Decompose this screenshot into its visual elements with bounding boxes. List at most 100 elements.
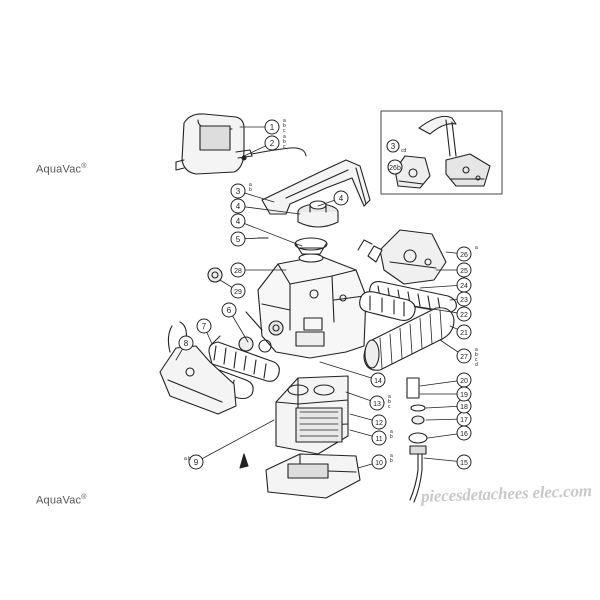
callout-4: 4 <box>317 190 349 207</box>
callout-number: 19 <box>460 392 468 399</box>
misc-small-parts <box>207 237 272 353</box>
callout-number: 3 <box>236 187 241 196</box>
callout-number: 29 <box>234 289 242 296</box>
callout-variant-letter: c <box>283 144 286 150</box>
callout-variant-letter: a <box>475 347 478 353</box>
callout-number: 24 <box>460 283 468 290</box>
callout-number: 2 <box>270 139 275 148</box>
callout-circle <box>264 135 280 151</box>
callout-28: 28 <box>230 262 287 278</box>
callout-variant-letter: b <box>388 399 391 405</box>
inset-view <box>380 110 503 195</box>
callout-variant-letter: b <box>283 123 286 129</box>
main-body-part <box>257 253 367 359</box>
callout-variant-letter: b <box>390 458 393 464</box>
small-parts-column <box>406 377 428 503</box>
callout-number: 1 <box>270 123 275 132</box>
callout-25: 25 <box>435 262 472 278</box>
callout-15: 15 <box>423 454 472 470</box>
callout-number: 25 <box>460 268 468 275</box>
callout-circle <box>370 372 386 388</box>
callout-circle <box>456 348 472 364</box>
callout-number: 4 <box>339 194 344 203</box>
callout-number: 17 <box>460 417 468 424</box>
callout-leader-line <box>237 220 303 247</box>
callout-variant-letter: a <box>283 118 286 124</box>
callout-number: 20 <box>460 378 468 385</box>
right-tracks-part <box>359 281 457 321</box>
callout-variant-letter: a <box>475 245 478 251</box>
callout-number: 22 <box>460 312 468 319</box>
inset-labels: 3 cd 26b <box>386 139 407 175</box>
callout-variant-letter: a <box>249 182 252 188</box>
callout-number: 12 <box>375 420 383 427</box>
callout-26: 26a <box>445 245 478 262</box>
brand-label-top: AquaVac® <box>36 163 87 176</box>
callout-11: 11 ab <box>349 429 393 446</box>
callout-circle <box>230 198 246 214</box>
callout-number: 9 <box>194 458 199 467</box>
callout-variant-letter: a <box>388 394 391 400</box>
callout-24: 24 <box>419 277 472 293</box>
callout-number: 16 <box>460 431 468 438</box>
callout-circle <box>371 414 387 430</box>
callout-leader-line <box>195 419 275 463</box>
callout-14: 14 <box>319 361 386 388</box>
callout-19: 19 <box>419 386 472 402</box>
callout-circle <box>456 454 472 470</box>
inset-label-3: 3 <box>391 142 396 151</box>
callout-leader-line <box>413 305 465 315</box>
callout-7: 7 <box>196 318 213 345</box>
callout-leader-line <box>237 205 301 215</box>
inset-letters-3: cd <box>401 148 407 154</box>
callout-circle <box>230 213 246 229</box>
callout-number: 23 <box>460 297 468 304</box>
callout-variant-letter: b <box>390 434 393 440</box>
callout-29: 29 <box>219 279 246 299</box>
callout-17: 17 <box>425 411 472 427</box>
callout-circle <box>196 318 212 334</box>
callout-number: 5 <box>236 235 241 244</box>
callout-circle <box>230 283 246 299</box>
callout-10: 10 ab <box>357 453 393 470</box>
callout-6: 6 <box>221 302 249 343</box>
callout-variant-letter: a <box>390 429 393 435</box>
callout-22: 22 <box>413 305 472 322</box>
callout-number: 6 <box>227 306 232 315</box>
callout-variant-letter: b <box>475 352 478 358</box>
callout-variant-letter: c <box>388 404 391 410</box>
callout-number: 18 <box>460 404 468 411</box>
callout-number: 10 <box>375 460 383 467</box>
callout-variant-letter: c <box>475 357 478 363</box>
callout-number: 27 <box>460 354 468 361</box>
callout-5: 5 <box>230 231 263 247</box>
callout-number: 11 <box>375 436 382 443</box>
callout-21: 21 <box>449 324 472 340</box>
callout-number: 8 <box>184 339 189 348</box>
callout-circle <box>230 262 246 278</box>
callout-circle <box>456 246 472 262</box>
callout-variant-letter: b <box>249 187 252 193</box>
callout-number: 4 <box>236 202 241 211</box>
callout-variant-letter: a <box>390 453 393 459</box>
callout-circle <box>456 277 472 293</box>
callout-circle <box>456 306 472 322</box>
callout-circle <box>369 395 385 411</box>
callout-circle <box>188 454 204 470</box>
callout-leader-line <box>319 361 379 381</box>
handle-part <box>261 159 371 215</box>
callout-number: 4 <box>236 217 241 226</box>
callout-9: 9 <box>188 419 275 470</box>
callout-circle <box>371 454 387 470</box>
power-supply-part <box>175 113 307 175</box>
filter-bag-part <box>275 375 349 455</box>
callout-12: 12 <box>349 413 387 430</box>
callout-4: 4 <box>230 213 303 247</box>
callout-20: 20 <box>419 372 472 388</box>
callout-number: 7 <box>202 322 207 331</box>
